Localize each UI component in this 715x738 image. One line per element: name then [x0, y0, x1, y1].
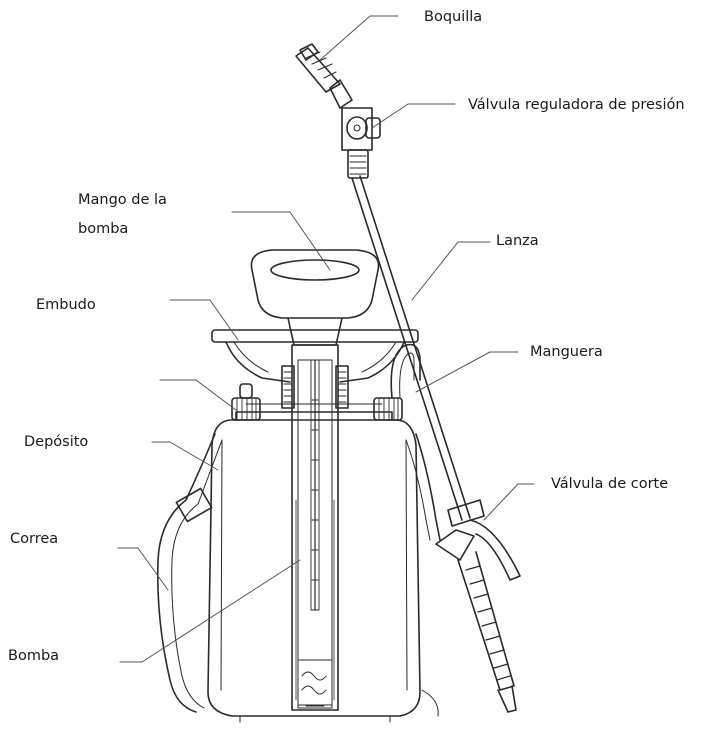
- leader-correa: [118, 548, 168, 590]
- label-correa: Correa: [10, 530, 58, 549]
- label-boquilla: Boquilla: [424, 8, 482, 27]
- leader-embudo: [170, 300, 238, 340]
- label-bomba: Bomba: [8, 647, 59, 666]
- leader-valvula-reguladora: [372, 104, 455, 128]
- label-deposito: Depósito: [24, 433, 88, 452]
- label-embudo: Embudo: [36, 296, 96, 315]
- label-valvula-reguladora: Válvula reguladora de presión: [468, 96, 685, 115]
- leader-boquilla: [320, 16, 398, 60]
- pump-cylinder: [282, 345, 348, 710]
- strap: [158, 434, 440, 716]
- label-mango-line1: Mango de la: [78, 191, 167, 210]
- right-cap: [374, 398, 402, 420]
- label-lanza: Lanza: [496, 232, 539, 251]
- lance: [352, 176, 470, 520]
- leader-valvula-corte: [484, 484, 534, 520]
- leader-lanza: [412, 242, 490, 300]
- label-valvula-corte: Válvula de corte: [551, 475, 668, 494]
- shutoff-valve: [436, 500, 520, 712]
- leader-cap-left: [160, 380, 236, 410]
- leader-manguera: [416, 352, 518, 392]
- label-manguera: Manguera: [530, 343, 603, 362]
- label-mango-line2: bomba: [78, 220, 128, 239]
- pressure-valve: [342, 108, 380, 178]
- nozzle: [296, 44, 352, 108]
- hose: [391, 345, 420, 399]
- leader-mango: [232, 212, 330, 270]
- leader-deposito: [152, 442, 218, 470]
